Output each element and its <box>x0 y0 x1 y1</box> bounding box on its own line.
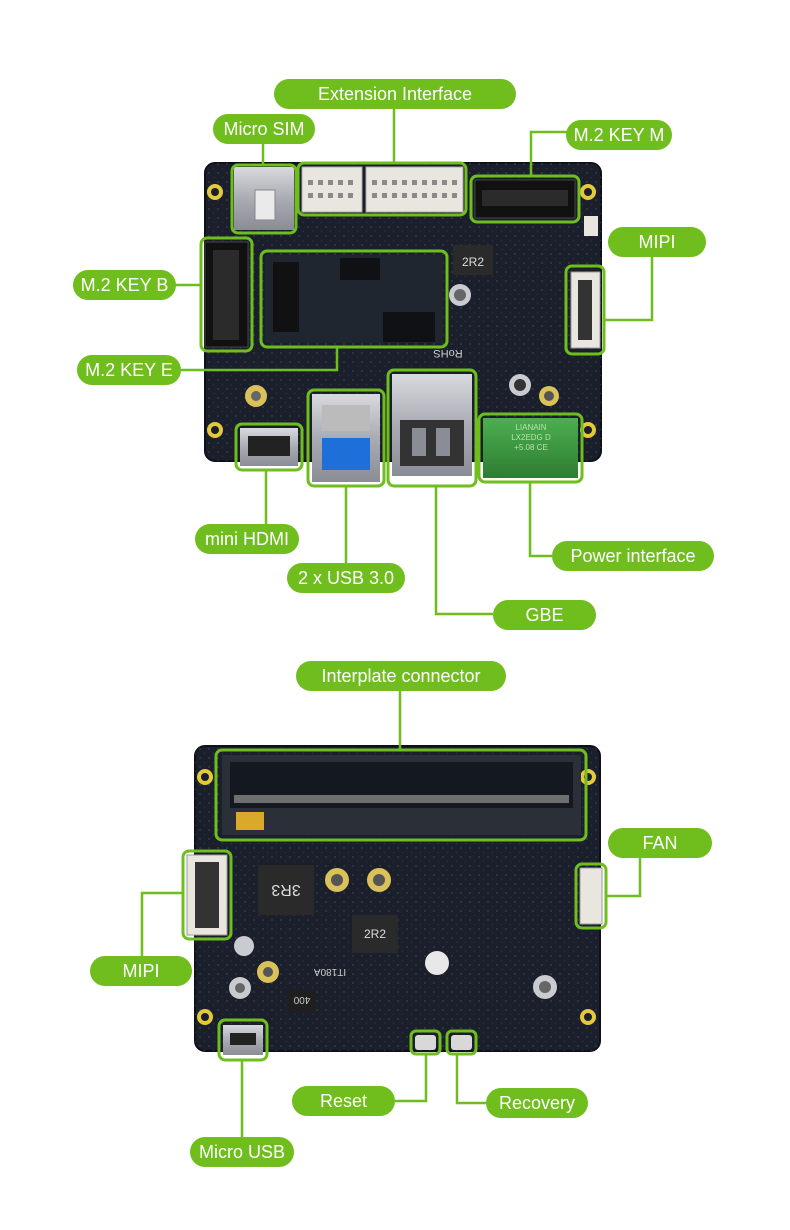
label-fan: FAN <box>608 828 712 858</box>
label-mini-hdmi: mini HDMI <box>195 524 299 554</box>
label-usb-30: 2 x USB 3.0 <box>287 563 405 593</box>
power-block-text-2: LX2EDG D <box>511 433 551 442</box>
inductor-3r3 <box>258 865 314 915</box>
label-reset: Reset <box>292 1086 395 1116</box>
highlight-extension-interface <box>296 161 468 217</box>
power-terminal <box>483 418 578 478</box>
recovery-button <box>451 1035 472 1050</box>
label-mipi-bottom: MIPI <box>90 956 192 986</box>
power-block-text-1: LIANAIN <box>515 423 546 432</box>
highlight-mipi-bottom <box>181 849 233 941</box>
inductor-2r2-bottom-label: 2R2 <box>364 927 386 941</box>
rohs-label: RoHS <box>433 347 462 359</box>
inductor-2r2-bottom <box>352 915 398 953</box>
label-power-interface: Power interface <box>552 541 714 571</box>
inductor-3r3-label: 3R3 <box>271 881 300 898</box>
label-interplate-connector: Interplate connector <box>296 661 506 691</box>
reset-button <box>415 1035 436 1050</box>
label-gbe: GBE <box>493 600 596 630</box>
label-m2-key-b: M.2 KEY B <box>73 270 176 300</box>
highlight-gbe <box>386 368 478 488</box>
label-extension-interface: Extension Interface <box>274 79 516 109</box>
highlight-m2-key-e <box>259 249 449 349</box>
highlight-m2-key-b <box>199 236 254 353</box>
label-recovery: Recovery <box>486 1088 588 1118</box>
header-small <box>301 166 363 213</box>
label-m2-key-m: M.2 KEY M <box>566 120 672 150</box>
chip-label: IT180A <box>314 966 347 977</box>
label-m2-key-e: M.2 KEY E <box>77 355 181 385</box>
highlight-mipi <box>564 264 606 356</box>
label-mipi-top: MIPI <box>608 227 706 257</box>
inductor-2r2 <box>453 245 493 275</box>
chip2-label: 400 <box>293 994 310 1005</box>
label-micro-usb: Micro USB <box>190 1137 294 1167</box>
highlight-mini-hdmi <box>234 422 304 472</box>
fan-connector <box>579 867 603 925</box>
label-micro-sim: Micro SIM <box>213 114 315 144</box>
bottom-board: 3R3 2R2 IT180A 400 <box>140 690 642 1137</box>
highlight-m2-key-m <box>469 174 581 224</box>
inductor-label: 2R2 <box>462 255 484 269</box>
power-block-text-3: +5.08 CE <box>514 443 548 452</box>
highlight-recovery <box>445 1029 478 1056</box>
top-board: 2R2 RoHS LIANAIN LX2EDG D +5.08 CE <box>174 107 654 616</box>
header-large <box>365 166 464 213</box>
